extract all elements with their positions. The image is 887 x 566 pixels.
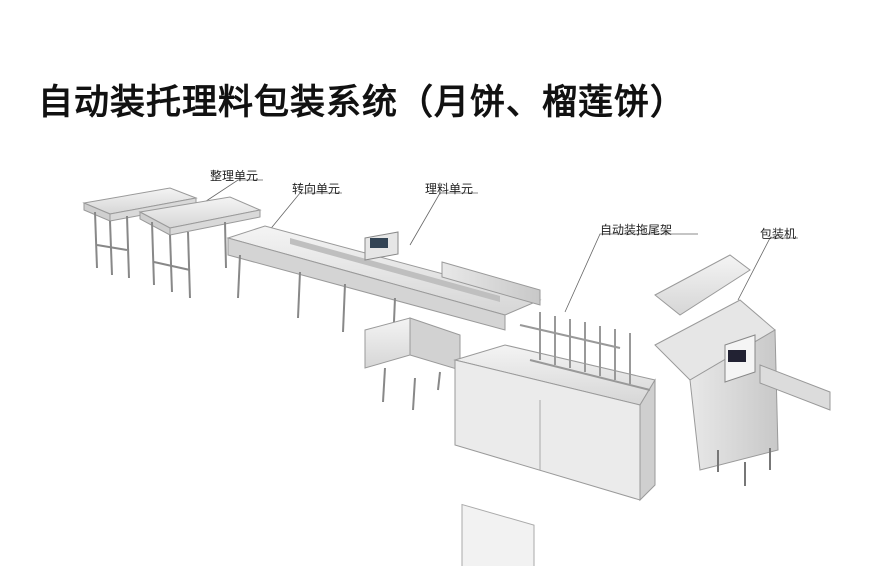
auto-tray-frame (519, 312, 651, 391)
arranging-unit-box (364, 317, 461, 411)
conveyor-body (226, 225, 542, 346)
callout-arranging-unit: 理料单元 (425, 182, 474, 196)
leader-tray-frame (564, 233, 698, 313)
page-title: 自动装托理料包装系统（月饼、榴莲饼） (38, 83, 687, 123)
tray-loading-cabinet (453, 344, 656, 566)
callout-packaging-machine: 包装机 (760, 227, 797, 241)
packaging-machine (654, 254, 831, 486)
leader-turning (267, 192, 342, 233)
leader-packaging (737, 237, 798, 301)
callout-sorting-unit: 整理单元 (210, 169, 259, 183)
callout-auto-tray-frame: 自动装拖尾架 (600, 223, 673, 237)
sorting-unit-tables (82, 187, 262, 299)
callout-turning-unit: 转向单元 (292, 182, 341, 196)
leader-arranging (409, 192, 478, 246)
